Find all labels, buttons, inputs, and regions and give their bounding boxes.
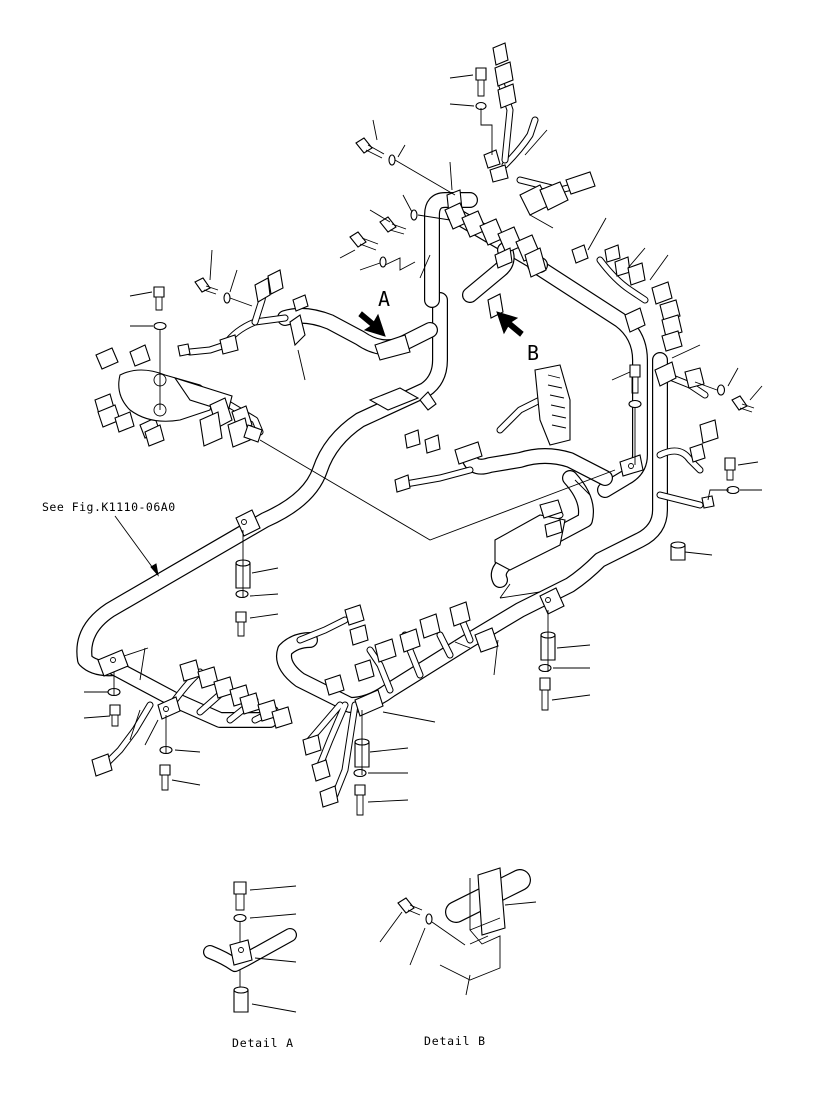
- lower-middle-connector: [494, 499, 566, 571]
- main-harness-trunk: [76, 292, 448, 677]
- view-b-label: B: [527, 341, 539, 365]
- lower-left-connectors: [91, 659, 293, 777]
- reference-note-label: See Fig.K1110-06A0: [42, 500, 176, 514]
- bolts: [109, 67, 755, 816]
- middle-branch-harness: [462, 448, 613, 486]
- view-arrow-b: [496, 311, 524, 337]
- part-leader-lines: [83, 74, 763, 803]
- detail-b-view: [379, 867, 537, 996]
- upper-connector-row: [444, 171, 596, 278]
- upper-left-connectors: [177, 269, 309, 357]
- middle-connector-module: [394, 364, 571, 493]
- right-descending-trunk: [276, 352, 668, 713]
- assembly-centerlines: [113, 108, 729, 775]
- lower-right-connectors: [302, 601, 471, 808]
- upper-vertical-trunk: [424, 192, 478, 308]
- view-arrow-a: [358, 311, 386, 337]
- detail-a-view: [203, 881, 297, 1013]
- reference-leader: [114, 515, 159, 577]
- left-connector-cluster: [94, 344, 263, 448]
- detail-b-caption: Detail B: [424, 1034, 486, 1048]
- detail-a-caption: Detail A: [232, 1036, 294, 1050]
- view-a-label: A: [378, 287, 390, 311]
- top-connector-stack: [483, 42, 517, 183]
- diagram-labels: See Fig.K1110-06A0 A B Detail A Detail B: [42, 287, 539, 1050]
- harness-clamps: [97, 189, 677, 720]
- left-branch-harness: [277, 307, 438, 356]
- right-side-connectors: [604, 244, 719, 509]
